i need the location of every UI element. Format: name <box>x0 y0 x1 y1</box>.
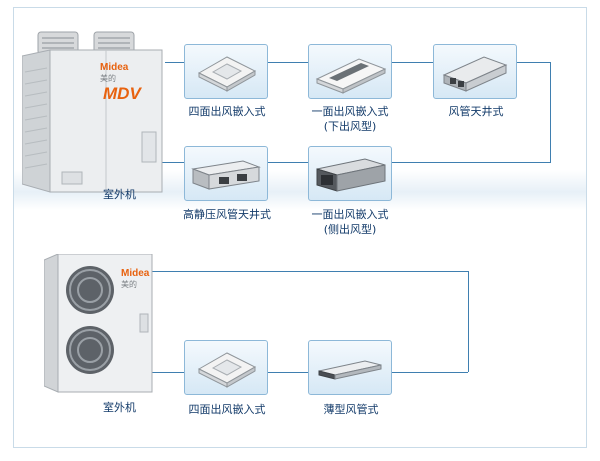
connector-line <box>517 62 550 63</box>
indoor-unit-card[interactable] <box>433 44 517 99</box>
brand-logo: Midea 美的 <box>100 62 128 84</box>
connector-line <box>550 62 551 162</box>
four-way-cassette-icon <box>197 352 257 388</box>
unit-label-one-way-cassette-bottom: 一面出风嵌入式 (下出风型) <box>301 104 399 134</box>
brand-logo-text: Midea <box>100 62 129 73</box>
connector-line <box>268 372 308 373</box>
unit-label-one-way-cassette-side: 一面出风嵌入式 (侧出风型) <box>301 207 399 237</box>
unit-label-ceiling-duct: 风管天井式 <box>448 105 504 118</box>
unit-label-slim-duct: 薄型风管式 <box>323 403 379 416</box>
connector-line <box>391 372 468 373</box>
slim-duct-icon <box>318 360 382 380</box>
indoor-unit-card[interactable] <box>308 146 392 201</box>
connector-line <box>468 271 469 372</box>
unit-label-four-way-cassette: 四面出风嵌入式 <box>188 105 266 118</box>
connector-line <box>150 372 185 373</box>
indoor-unit-card[interactable] <box>184 340 268 395</box>
connector-line <box>150 271 468 272</box>
model-logo: MDV <box>103 84 141 103</box>
four-way-cassette-icon <box>197 56 257 92</box>
outdoor-unit-label: 室外机 <box>103 188 136 201</box>
brand-cn-text: 美的 <box>121 280 137 289</box>
connector-line <box>391 62 433 63</box>
unit-label-four-way-cassette: 四面出风嵌入式 <box>188 403 266 416</box>
one-way-cassette-side-icon <box>316 158 386 192</box>
one-way-cassette-bottom-icon <box>315 58 387 94</box>
ceiling-duct-icon <box>442 56 508 92</box>
connector-line <box>268 162 308 163</box>
outdoor-unit-image <box>44 254 156 394</box>
unit-label-main: 一面出风嵌入式 <box>311 105 389 118</box>
unit-label-sub: (侧出风型) <box>323 223 377 236</box>
brand-cn-text: 美的 <box>100 74 116 83</box>
connector-line <box>165 62 185 63</box>
outdoor-unit-label: 室外机 <box>103 401 136 414</box>
brand-logo-text: Midea <box>121 268 150 279</box>
outdoor-unit-mdv-image <box>22 22 167 198</box>
indoor-unit-card[interactable] <box>308 340 392 395</box>
unit-label-high-static-duct: 高静压风管天井式 <box>183 208 271 221</box>
indoor-unit-card[interactable] <box>184 146 268 201</box>
connector-line <box>391 162 551 163</box>
indoor-unit-card[interactable] <box>184 44 268 99</box>
connector-line <box>268 62 308 63</box>
brand-logo: Midea 美的 <box>121 268 149 290</box>
high-static-duct-icon <box>191 160 261 190</box>
unit-label-sub: (下出风型) <box>323 120 377 133</box>
connector-line <box>155 162 185 163</box>
indoor-unit-card[interactable] <box>308 44 392 99</box>
unit-label-main: 一面出风嵌入式 <box>311 208 389 221</box>
